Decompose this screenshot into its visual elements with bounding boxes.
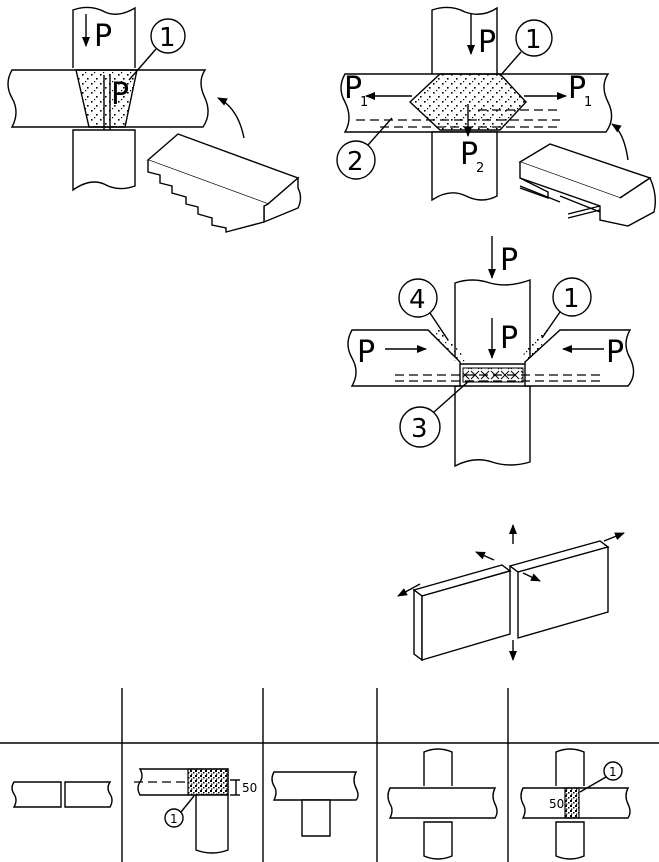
callout-1-label: 1 bbox=[563, 284, 580, 314]
table-cell-cross-filled: 50 1 bbox=[520, 748, 631, 860]
wedge-block bbox=[518, 143, 657, 227]
lower-ram bbox=[72, 129, 136, 192]
table-cell-corner: 50 1 bbox=[134, 768, 257, 854]
callout-1-label: 1 bbox=[170, 812, 178, 826]
figure-diamond-joint: P P 1 P 1 P 2 1 2 bbox=[336, 6, 657, 227]
load-1-right-sub: 1 bbox=[584, 95, 592, 110]
figure-two-plates bbox=[397, 524, 625, 662]
load-label-inner: P bbox=[111, 77, 129, 112]
lower-ram bbox=[454, 385, 531, 468]
upper-ram bbox=[431, 6, 498, 74]
callout-1-label: 1 bbox=[525, 25, 542, 55]
upper-ram bbox=[72, 6, 136, 68]
callout-1 bbox=[150, 18, 186, 54]
callout-1 bbox=[164, 808, 184, 828]
table-cell-butt bbox=[11, 781, 113, 808]
dim-50-label: 50 bbox=[549, 797, 564, 811]
lower-ram bbox=[431, 131, 498, 202]
callout-2 bbox=[336, 140, 376, 180]
rotation-arrow bbox=[217, 97, 245, 139]
callout-4-label: 4 bbox=[409, 285, 426, 315]
callout-1 bbox=[603, 761, 623, 781]
diamond-filler bbox=[408, 73, 527, 131]
load-top: P bbox=[500, 243, 518, 278]
load-1-left-sub: 1 bbox=[360, 95, 368, 110]
callout-1 bbox=[552, 277, 592, 317]
load-center: P bbox=[500, 321, 518, 356]
wedge-filler bbox=[75, 69, 138, 128]
figure-wedge-joint: P P 1 bbox=[7, 6, 302, 233]
load-label: P bbox=[478, 25, 496, 60]
table-cell-cross bbox=[387, 748, 498, 860]
left-plate bbox=[347, 329, 461, 387]
callout-1-label: 1 bbox=[609, 765, 617, 779]
load-label: P bbox=[94, 19, 112, 54]
callout-2-label: 2 bbox=[347, 147, 364, 177]
load-1-right: P bbox=[568, 71, 586, 106]
table-cell-tee bbox=[271, 771, 359, 837]
load-2-sub: 2 bbox=[476, 161, 484, 176]
figure-sliding-joint: P P P P 4 1 3 bbox=[347, 236, 635, 468]
right-plate bbox=[524, 329, 635, 387]
callout-4 bbox=[398, 278, 438, 318]
load-2: P bbox=[460, 137, 478, 172]
callout-3-label: 3 bbox=[411, 414, 428, 444]
weld-zone bbox=[462, 367, 524, 383]
callout-1-label: 1 bbox=[159, 23, 176, 53]
load-left: P bbox=[357, 335, 375, 370]
load-right: P bbox=[606, 335, 624, 370]
stepped-bar bbox=[146, 133, 302, 233]
joint-type-table: 50 1 50 1 bbox=[0, 688, 659, 862]
dim-50-label: 50 bbox=[242, 781, 257, 795]
load-1-left: P bbox=[344, 71, 362, 106]
callout-1 bbox=[515, 19, 553, 57]
callout-3 bbox=[399, 406, 441, 448]
